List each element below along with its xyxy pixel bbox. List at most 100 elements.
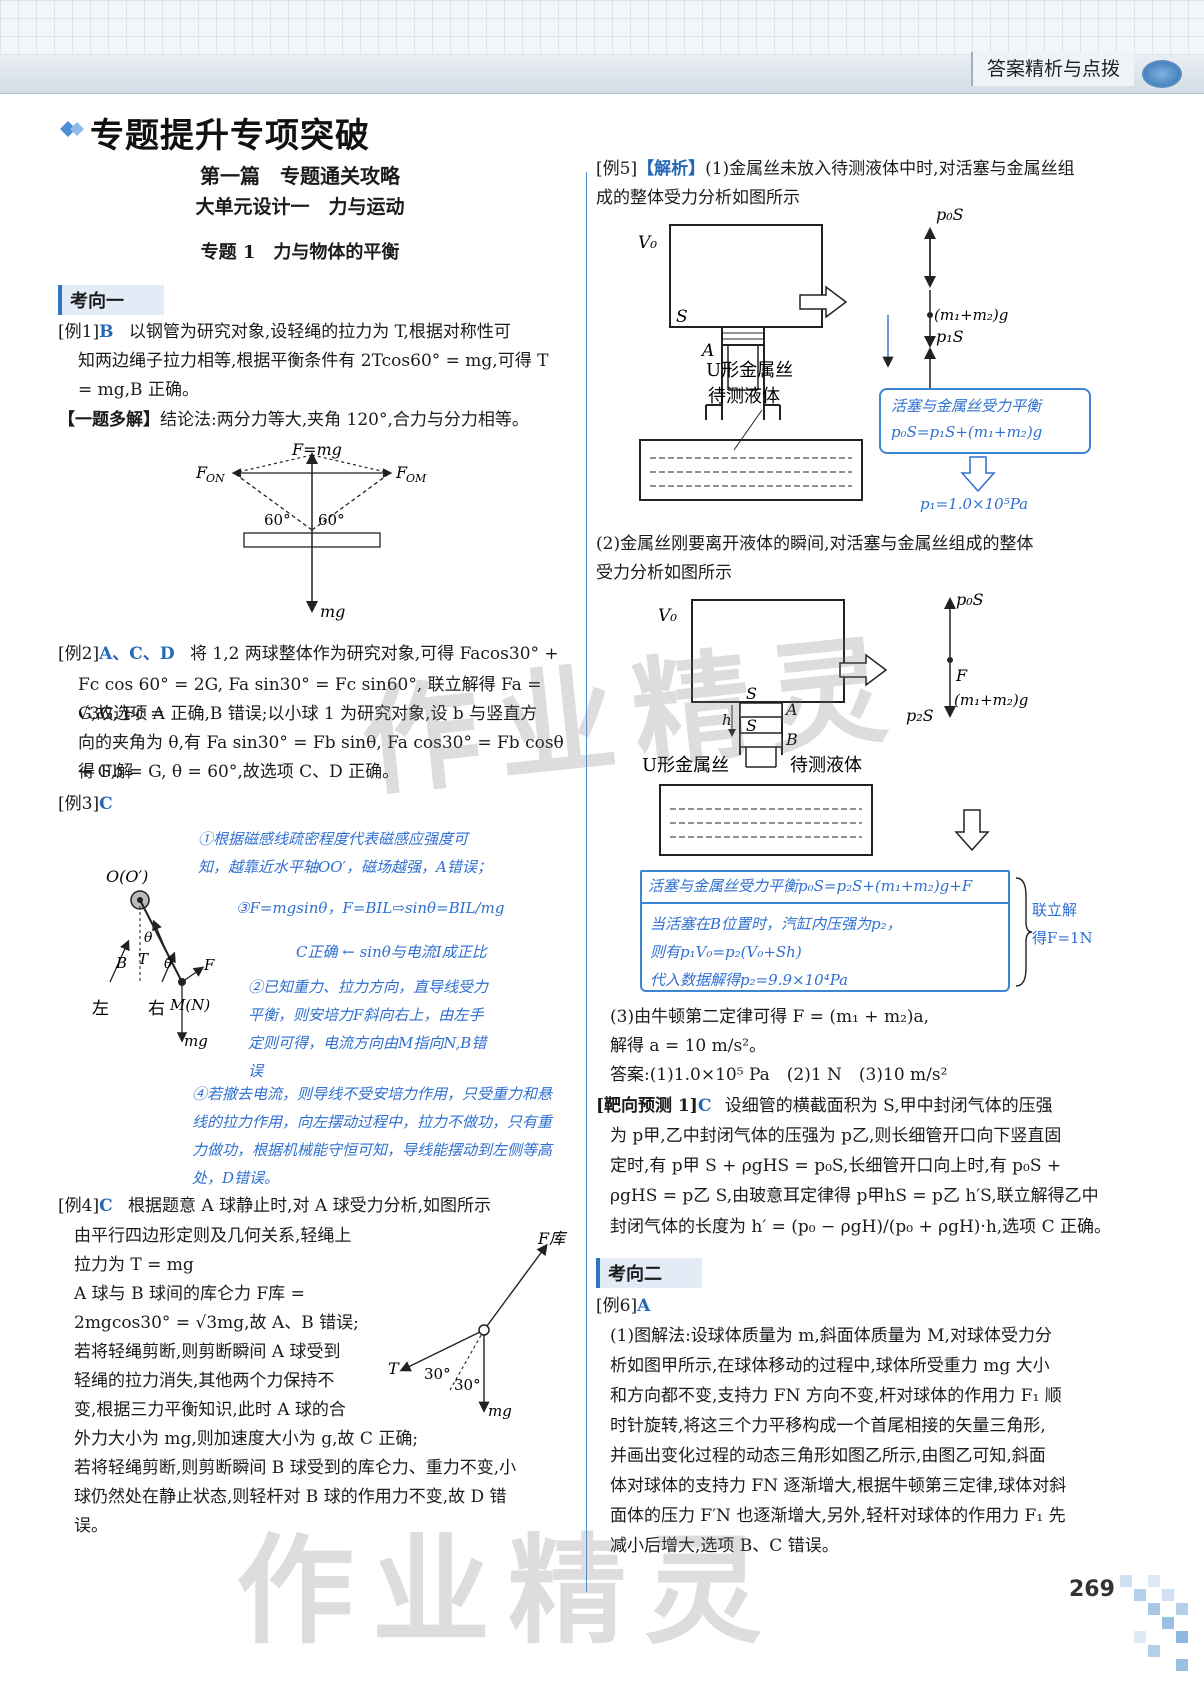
fig5b-f: F (955, 666, 968, 685)
example-5-box-1: 活塞与金属丝受力平衡 p₀S=p₁S+(m₁+m₂)g (879, 388, 1091, 454)
example-5-line-2: 成的整体受力分析如图所示 (596, 188, 800, 208)
hand-2-frame (640, 898, 1010, 992)
example-5-box-2: 活塞与金属丝受力平衡p₀S=p₂S+(m₁+m₂)g+F (640, 870, 1010, 904)
hand-2-line-2: 则有p₁V₀=p₂(V₀+Sh) (650, 943, 802, 961)
fig3-label-right: 右 (148, 999, 165, 1019)
fig5a-mg: (m₁+m₂)g (934, 306, 1008, 324)
fig5b-mg: (m₁+m₂)g (954, 691, 1028, 709)
fig3-label-theta1: θ (144, 930, 153, 946)
example-6-line-2: 析如图甲所示,在球体移动的过程中,球体所受重力 mg 大小 (610, 1356, 1050, 1376)
fig3-label-b: B (115, 954, 127, 972)
box-2-text: 活塞与金属丝受力平衡p₀S=p₂S+(m₁+m₂)g+F (648, 877, 973, 895)
example-5-joint: 联立解 得F=1N (1032, 896, 1112, 952)
fig4-angle-2: 30° (454, 1376, 481, 1394)
fig5a-a: A (700, 341, 714, 361)
note-1-line-2: 知，越靠近水平轴OO′，磁场越强，A错误； (198, 858, 492, 876)
note-2-line-4: 误 (248, 1062, 264, 1080)
example-6-line-1: (1)图解法:设球体质量为 m,斜面体质量为 M,对球体受力分 (610, 1326, 1052, 1346)
fig3-label-mg: mg (184, 1032, 208, 1050)
example-4-first-line: 根据题意 A 球静止时,对 A 球受力分析,如图所示 (128, 1196, 492, 1216)
fig4-label-fk: F库 (537, 1229, 568, 1248)
example-4-line-8: 外力大小为 mg,则加速度大小为 g,故 C 正确; (74, 1429, 419, 1449)
brace-icon (1015, 877, 1033, 987)
example-5-figure-2: V₀ h S A S B U形金属丝 待测液体 p₀S F (m₁+m₂)g p… (642, 590, 1028, 856)
fig5b-h: h (722, 711, 732, 729)
example-3-note-1: ①根据磁感线疏密程度代表磁感应强度可 知，越靠近水平轴OO′，磁场越强，A错误； (198, 825, 578, 881)
topic-title: 专题 1 力与物体的平衡 (200, 242, 400, 263)
fig5b-a: A (784, 700, 798, 719)
fig5a-liquid: 待测液体 (708, 386, 780, 407)
example-3-answer: C (99, 794, 113, 814)
example-5-answer: 答案:(1)1.0×10⁵ Pa (2)1 N (3)10 m/s² (610, 1065, 948, 1085)
multi-solution-text: 结论法:两分力等大,夹角 120°,合力与分力相等。 (160, 410, 529, 430)
note-4-line-3: 力做功，根据机械能守恒可知，导线能摆动到左侧等高 (192, 1141, 553, 1159)
note-4-line-4: 处，D错误。 (192, 1169, 280, 1187)
page-title: 专题提升专项突破 (90, 116, 370, 156)
example-3: [例3]C (58, 790, 113, 819)
fig1-label-right-sub: OM (406, 472, 427, 485)
down-arrow-icon (960, 456, 996, 493)
example-4-line-2: 拉力为 T = mg (74, 1255, 194, 1275)
example-1: [例1]B 以钢管为研究对象,设轻绳的拉力为 T,根据对称性可 (58, 318, 578, 347)
example-6-line-3: 和方向都不变,支持力 FN 方向不变,杆对球体的作用力 F₁ 顺 (610, 1386, 1062, 1406)
unit-title: 大单元设计一 力与运动 (195, 196, 405, 218)
example-2-line-3: G,故选项 A 正确,B 错误;以小球 1 为研究对象,设 b 与竖直方 (78, 704, 538, 724)
example-4-diagram: F库 T 30° 30° mg (388, 1229, 568, 1420)
example-6: [例6]A (596, 1292, 650, 1321)
example-4-line-4: 2mgcos30° = √3mg,故 A、B 错误; (74, 1313, 359, 1333)
fig5b-u: U形金属丝 (642, 755, 729, 776)
fig1-angle-2: 60° (318, 511, 345, 529)
down-arrow-icon (954, 809, 990, 852)
example-1-line-3: = mg,B 正确。 (78, 380, 199, 400)
page-number: 269 (1069, 1577, 1115, 1602)
fig1-angle-1: 60° (264, 511, 291, 529)
joint-line-2: 得F=1N (1032, 929, 1093, 947)
note-4-line-2: 线的拉力作用，向左摆动过程中，拉力不做功，只有重 (192, 1113, 553, 1131)
fig5a-p0s: p₀S (936, 205, 964, 224)
prediction-1-line-1: 设细管的横截面积为 S,甲中封闭气体的压强 (724, 1096, 1053, 1116)
fig4-label-t: T (388, 1359, 400, 1378)
box-1-line-1: 活塞与金属丝受力平衡 (891, 397, 1042, 415)
example-2-answer: A、C、D (99, 644, 175, 664)
example-4-line-9: 若将轻绳剪断,则剪断瞬间 B 球受到的库仑力、重力不变,小 (74, 1458, 517, 1478)
fig3-label-o: O(O′) (106, 867, 148, 886)
example-3-note-4: ④若撤去电流，则导线不受安培力作用，只受重力和悬 线的拉力作用，向左摆动过程中，… (192, 1080, 582, 1192)
section-heading-1: 考向一 (58, 285, 164, 315)
fig1-label-left: F (195, 463, 208, 482)
example-4-line-7: 变,根据三力平衡知识,此时 A 球的合 (74, 1400, 346, 1420)
example-4-tag: [例4] (58, 1196, 100, 1216)
fig5b-v0: V₀ (658, 606, 677, 626)
column-divider (586, 172, 587, 1592)
example-6-line-6: 体对球体的支持力 FN 逐渐增大,根据牛顿第三定律,球体对斜 (610, 1476, 1067, 1496)
note-1-line-1: ①根据磁感线疏密程度代表磁感应强度可 (198, 830, 469, 848)
example-5-line-6: 解得 a = 10 m/s²。 (610, 1036, 767, 1056)
example-4-answer: C (99, 1196, 113, 1216)
hand-2-line-1: 当活塞在B位置时，汽缸内压强为p₂， (650, 915, 902, 933)
note-2-line-3: 定则可得，电流方向由M指向N,B错 (248, 1034, 487, 1052)
title-diamond-icon (60, 121, 84, 137)
fig3-label-f: F (203, 956, 215, 974)
example-2-tag: [例2] (58, 644, 100, 664)
header-badge-icon (1142, 60, 1182, 88)
example-1-answer: B (99, 322, 114, 342)
example-4-line-6: 轻绳的拉力消失,其他两个力保持不 (74, 1371, 335, 1391)
header-tab: 答案精析与点拨 (970, 52, 1134, 86)
corner-pattern (1120, 1575, 1188, 1671)
prediction-1-line-4: ρgHS = p乙 S,由玻意耳定律得 p甲hS = p乙 h′S,联立解得乙中 (610, 1186, 1099, 1206)
fig4-label-mg: mg (488, 1402, 512, 1420)
fig5b-liquid: 待测液体 (790, 755, 862, 776)
prediction-1-tag: [靶向预测 1] (596, 1096, 698, 1116)
fig5b-s1: S (746, 684, 757, 703)
example-5-line-4: 受力分析如图所示 (596, 563, 732, 583)
fig1-label-right: F (395, 463, 408, 482)
prediction-1-line-3: 定时,有 p甲 S + ρgHS = p₀S,长细管开口向上时,有 p₀S + (610, 1156, 1062, 1176)
fig1-label-bottom: mg (320, 602, 345, 621)
prediction-1-line-5: 封闭气体的长度为 h′ = (p₀ − ρgH)/(p₀ + ρgH)·h,选项… (610, 1217, 1111, 1237)
example-2-line-4: 向的夹角为 θ,有 Fa sin30° = Fb sinθ, Fa cos30°… (78, 733, 564, 782)
fig5b-p0s: p₀S (956, 590, 984, 609)
hand-2-line-3: 代入数据解得p₂=9.9×10⁴Pa (650, 971, 849, 989)
example-5-tag: [例5] (596, 159, 638, 179)
fig5a-p1s: p₁S (936, 327, 964, 346)
example-1-line-1: 以钢管为研究对象,设轻绳的拉力为 T,根据对称性可 (128, 322, 511, 342)
fig1-label-top: F=mg (291, 440, 342, 459)
